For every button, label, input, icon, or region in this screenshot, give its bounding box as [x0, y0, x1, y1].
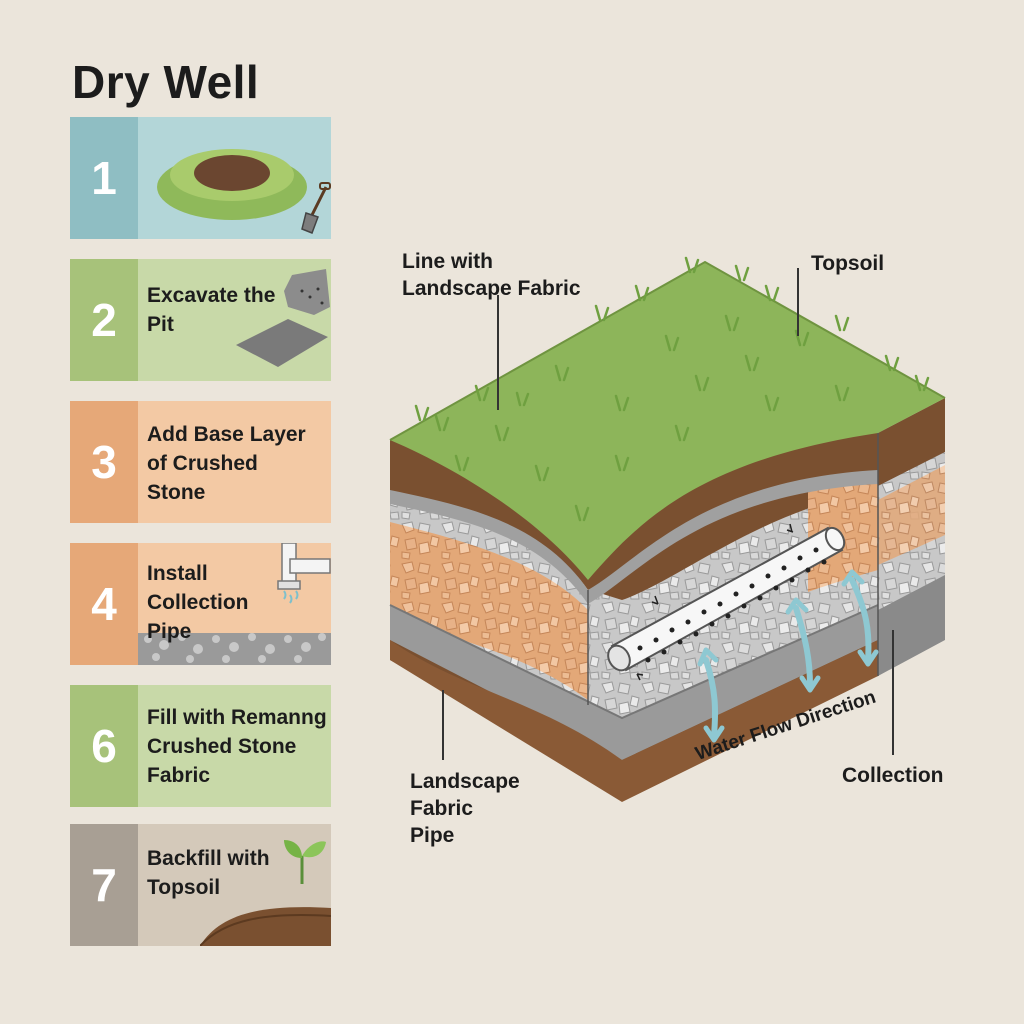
callout-landscape-fabric-pipe: Landscape Fabric Pipe	[410, 770, 520, 847]
step-7-card: 7 Backfill with Topsoil	[70, 824, 331, 946]
perforated-pipe	[607, 523, 846, 681]
leader-lines	[442, 268, 894, 760]
step-2-label: Excavate the Pit	[147, 284, 276, 336]
step-3-card: 3 Add Base Layer of Crushed Stone	[70, 401, 331, 523]
grass-top	[389, 256, 946, 580]
step-1-number: 1	[70, 117, 138, 239]
step-6-label: Fill with Remanng Crushed Stone Fabric	[147, 706, 327, 787]
soil-mound	[200, 907, 331, 946]
right-face	[878, 398, 945, 676]
step-3-label: Add Base Layer of Crushed Stone	[147, 423, 306, 504]
shovel-icon	[301, 182, 331, 234]
pipe-icon	[277, 543, 331, 604]
step-7-number: 7	[70, 824, 138, 946]
callout-collection: Collection	[842, 764, 944, 787]
step-2-card: 2 Excavate the Pit	[70, 259, 331, 381]
fabric-icon	[236, 269, 330, 367]
step-4-number: 4	[70, 543, 138, 665]
step-6-card: 6 Fill with Remanng Crushed Stone Fabric	[70, 685, 331, 807]
step-6-number: 6	[70, 685, 138, 807]
seedling-icon	[284, 840, 326, 884]
callout-line-with-fabric: Line with Landscape Fabric	[402, 250, 581, 300]
callout-topsoil: Topsoil	[811, 252, 885, 275]
water-flow-arrows	[697, 569, 879, 743]
pit-icon	[157, 149, 307, 220]
step-4-label: Install Collection Pipe	[147, 562, 249, 643]
step-4-card: 4 Install Collection Pipe	[70, 543, 331, 665]
gravel-strip	[138, 633, 331, 665]
step-2-number: 2	[70, 259, 138, 381]
page-title: Dry Well	[72, 56, 260, 108]
step-3-number: 3	[70, 401, 138, 523]
step-7-label: Backfill with Topsoil	[147, 847, 270, 899]
step-1-card: 1	[70, 117, 331, 239]
